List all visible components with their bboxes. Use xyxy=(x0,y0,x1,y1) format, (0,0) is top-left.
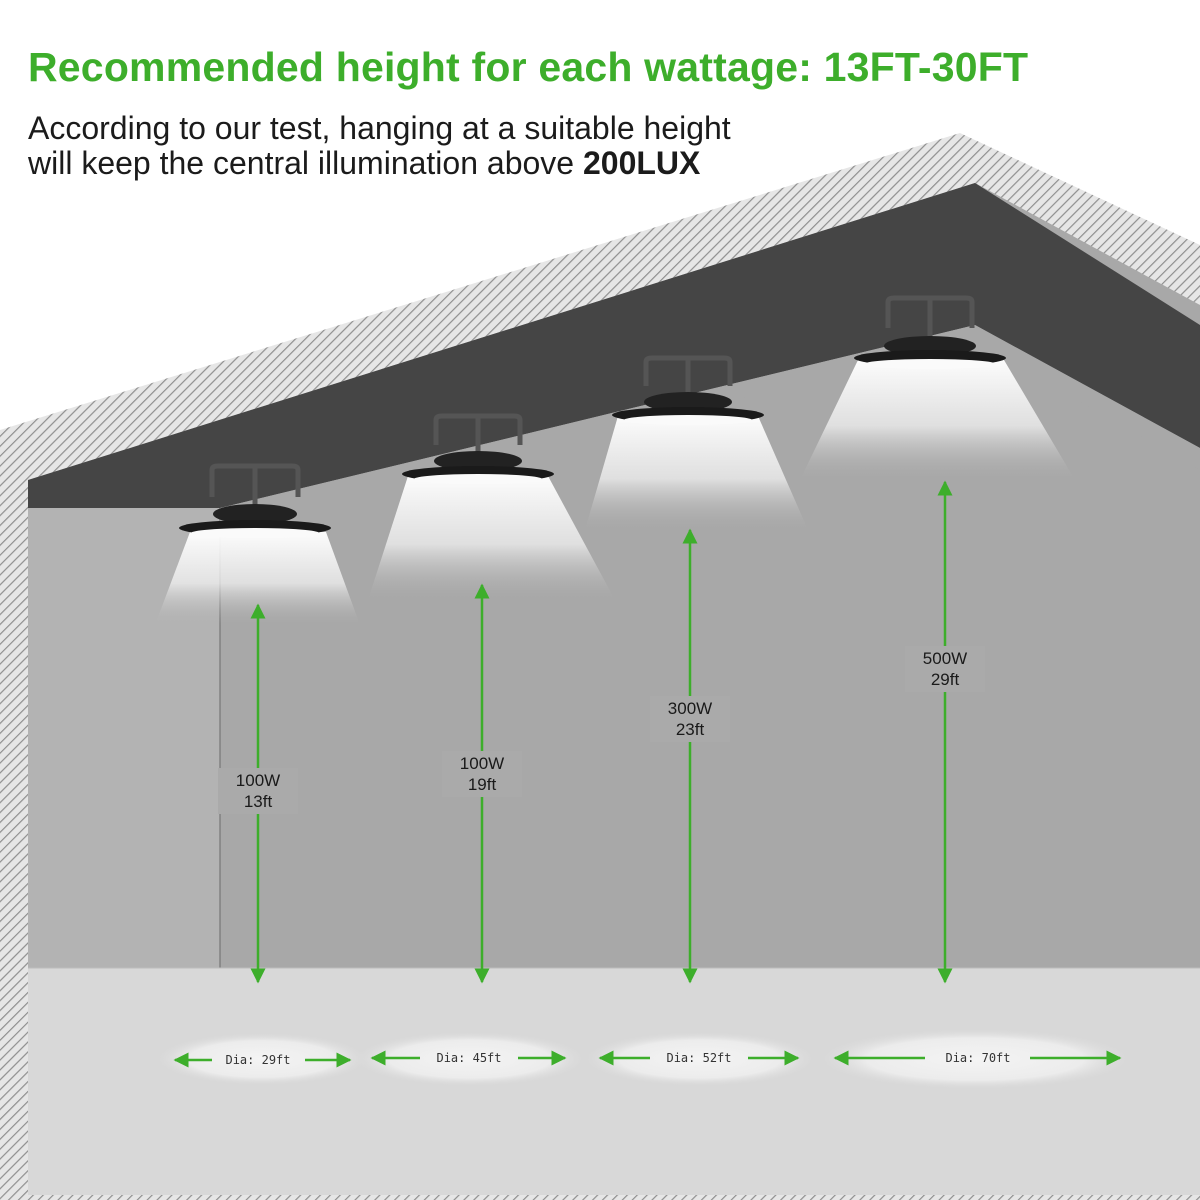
lamp-3-label: 300W 23ft xyxy=(650,696,730,742)
lamp-1-diameter: Dia: 29ft xyxy=(225,1053,291,1067)
lamp-2-height: 19ft xyxy=(467,775,497,794)
lamp-4-diameter: Dia: 70ft xyxy=(945,1051,1011,1065)
lamp-2-wattage: 100W xyxy=(459,754,505,773)
light-beam-4 xyxy=(800,360,1075,480)
light-beam-2 xyxy=(368,476,615,600)
lamp-2-diameter: Dia: 45ft xyxy=(436,1051,502,1065)
lamp-3-wattage: 300W xyxy=(667,699,713,718)
light-beam-1 xyxy=(155,532,360,625)
light-pool-4 xyxy=(820,1029,1130,1089)
lamp-4-label: 500W 29ft xyxy=(905,646,985,692)
light-pool-2 xyxy=(355,1032,585,1086)
high-bay-lamp-3 xyxy=(612,355,764,425)
high-bay-lamp-2 xyxy=(402,413,554,484)
description-line-2: will keep the central illumination above… xyxy=(28,145,700,182)
description-line-2-text: will keep the central illumination above xyxy=(28,145,583,181)
high-bay-lamp-4 xyxy=(854,295,1006,369)
lamp-1-height: 13ft xyxy=(243,792,273,811)
light-pool-3 xyxy=(585,1032,815,1086)
description-line-1: According to our test, hanging at a suit… xyxy=(28,110,731,146)
lamp-3-height: 23ft xyxy=(675,720,705,739)
light-pool-1 xyxy=(157,1033,367,1085)
high-bay-lamp-1 xyxy=(179,463,331,538)
light-beam-3 xyxy=(585,416,808,530)
lamp-1-label: 100W 13ft xyxy=(218,768,298,814)
lamp-2-label: 100W 19ft xyxy=(442,751,522,797)
lamp-4-wattage: 500W xyxy=(922,649,968,668)
ceiling xyxy=(28,183,1200,508)
floor xyxy=(28,968,1200,1195)
lamp-4-height: 29ft xyxy=(930,670,960,689)
lamp-3-diameter: Dia: 52ft xyxy=(666,1051,732,1065)
lamp-1-wattage: 100W xyxy=(235,771,281,790)
page-title: Recommended height for each wattage: 13F… xyxy=(28,44,1029,90)
lux-value: 200LUX xyxy=(582,145,701,181)
